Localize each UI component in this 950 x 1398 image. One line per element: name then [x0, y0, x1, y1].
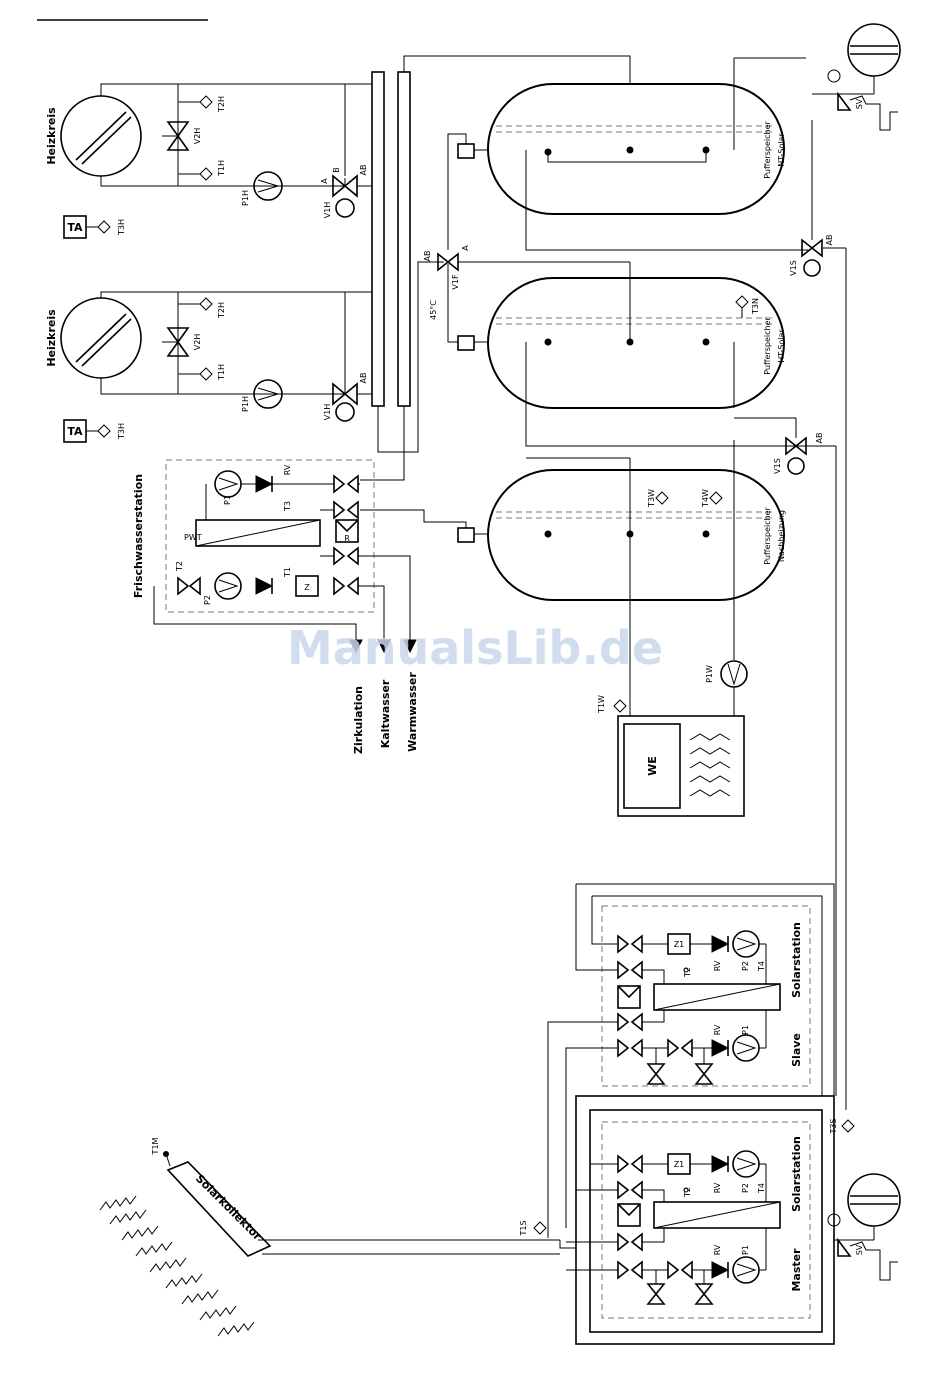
t4w-label: T4W — [701, 489, 710, 508]
t1m-label: T1M — [151, 1137, 160, 1155]
tank-nt-label-1: Pufferspeicher — [763, 121, 772, 179]
t3h-label-2: T3H — [117, 423, 126, 440]
master-rv-label: RV — [713, 1182, 722, 1193]
solarstation-master: Z1 Solarstation Master T2 P2 T4 RV RV P1 — [566, 1095, 835, 1345]
fw-t1-label: T1 — [283, 567, 292, 578]
solar-collector: Solarkollektor T1M — [99, 1137, 576, 1337]
heizkreis-2: Heizkreis T2H T1H V2H P1H V1H AB — [45, 291, 372, 422]
heizkreis-1: Heizkreis T2H T1H V2H P1H V1H A B AB — [45, 83, 372, 219]
t3w-label: T3W — [647, 489, 656, 508]
slave-t2-label: T2 — [683, 967, 692, 978]
tank-nach-label-2: Nachheizung — [777, 510, 786, 562]
ta-label: TA — [67, 221, 83, 234]
v1f-ab-label: AB — [423, 251, 432, 262]
valve-v1s-2: V1S AB — [734, 417, 836, 475]
v1s-label: V1S — [789, 260, 798, 276]
v1f-label: V1F — [451, 274, 460, 290]
port-b-label: B — [332, 167, 341, 173]
slave-rv-label: RV — [713, 960, 722, 971]
tank-ht-solar: T3N Pufferspeicher HT-Solar — [447, 261, 810, 447]
tank-nach-label-1: Pufferspeicher — [763, 507, 772, 565]
ta-label-2: TA — [67, 425, 83, 438]
frischwasserstation: Frischwasserstation PWT Z R — [132, 459, 419, 754]
warmwasser-label: Warmwasser — [406, 672, 419, 752]
slave-p1-label: P1 — [741, 1025, 750, 1035]
t1h-label: T1H — [217, 160, 226, 177]
zirkulation-label: Zirkulation — [352, 686, 365, 754]
z-label: Z — [304, 583, 310, 592]
master-t4-label: T4 — [757, 1183, 766, 1194]
frischwasserstation-label: Frischwasserstation — [132, 474, 145, 598]
v2h-label-2: V2H — [193, 334, 202, 351]
tank-nt-solar: Pufferspeicher NT-Solar — [447, 57, 810, 251]
port-a-label: A — [320, 178, 329, 184]
v1h-label: V1H — [323, 202, 332, 219]
port-ab-label: AB — [359, 165, 368, 176]
expansion-vessel-bottom: SV — [827, 1173, 901, 1281]
pwt-label: PWT — [184, 533, 202, 542]
master-p2-label: P2 — [741, 1183, 750, 1193]
master-rv-label-2: RV — [713, 1244, 722, 1255]
fw-p1-label: P1 — [223, 495, 232, 505]
v1s-label-2: V1S — [773, 458, 782, 474]
v1s-ab-label-2: AB — [815, 433, 824, 444]
t3n-label: T3N — [751, 298, 760, 315]
v2h-label: V2H — [193, 128, 202, 145]
r-label: R — [344, 534, 350, 543]
t2h-label-2: T2H — [217, 302, 226, 319]
sv-label-2: SV — [855, 1244, 864, 1255]
solarstation-slave: Z1 Solarstation Slave T2 P2 T4 RV RV P1 — [547, 883, 835, 1238]
port-ab-label-2: AB — [359, 373, 368, 384]
v1h-label-2: V1H — [323, 404, 332, 421]
p1h-label: P1H — [241, 190, 250, 206]
slave-t4-label: T4 — [757, 961, 766, 972]
tank-nt-label-2: NT-Solar — [777, 133, 786, 167]
valve-v1s-1: V1S AB — [789, 120, 846, 277]
t1s-label: T1S — [519, 1220, 528, 1236]
v1f-a-label: A — [461, 245, 470, 251]
slave-p2-label: P2 — [741, 961, 750, 971]
fw-t3-label: T3 — [283, 501, 292, 512]
p1h-label-2: P1H — [241, 396, 250, 412]
valve-v1f: V1F AB A — [423, 245, 470, 290]
fw-p2-label: P2 — [203, 595, 212, 605]
ta-sensor-2: TA T3H — [63, 419, 126, 443]
kaltwasser-label: Kaltwasser — [379, 679, 392, 748]
slave-label: Slave — [790, 1033, 803, 1067]
t3s-sensor — [841, 1119, 855, 1133]
tank-ht-label-2: HT-Solar — [777, 329, 786, 363]
slave-rv-label-2: RV — [713, 1024, 722, 1035]
sv-label: SV — [855, 98, 864, 109]
t1s-sensor — [533, 1221, 547, 1235]
master-p1-label: P1 — [741, 1245, 750, 1255]
t1h-label-2: T1H — [217, 364, 226, 381]
slave-z1-label: Z1 — [674, 940, 685, 949]
v1s-ab-label: AB — [825, 235, 834, 246]
tank-nachheizung: T3W T4W Pufferspeicher Nachheizung — [360, 440, 786, 716]
t3h-label: T3H — [117, 219, 126, 236]
ta-sensor-1: TA T3H — [63, 215, 126, 239]
fw-t2-label: T2 — [175, 561, 184, 572]
t2h-label: T2H — [217, 96, 226, 113]
fw-rv-label: RV — [283, 464, 292, 475]
master-label: Master — [790, 1248, 803, 1292]
master-solarstation-label: Solarstation — [790, 1136, 803, 1212]
heizkreis-label-2: Heizkreis — [45, 309, 58, 367]
slave-solarstation-label: Solarstation — [790, 922, 803, 998]
tank-ht-label-1: Pufferspeicher — [763, 317, 772, 375]
we-label: WE — [646, 756, 659, 776]
expansion-vessel-top: SV — [812, 23, 901, 131]
heizkreis-label: Heizkreis — [45, 107, 58, 165]
p1w-label: P1W — [705, 665, 714, 683]
temp-45-label: 45°C — [429, 300, 438, 320]
t1w-label: T1W — [597, 695, 606, 714]
master-t2-label: T2 — [683, 1187, 692, 1198]
master-z1-label: Z1 — [674, 1160, 685, 1169]
heat-generator-we: WE T1W P1W — [597, 660, 748, 817]
watermark: ManualsLib.de — [287, 621, 663, 675]
